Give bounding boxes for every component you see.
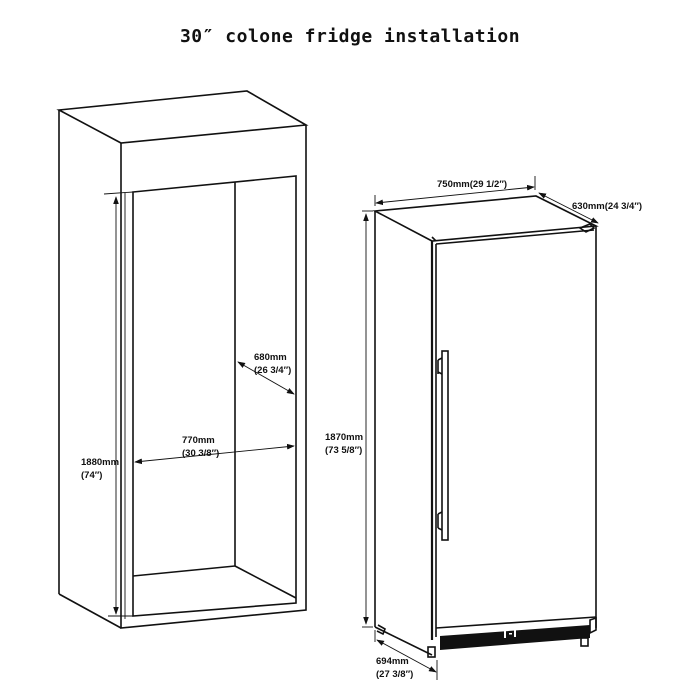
fridge-depth-dimension <box>539 193 598 223</box>
fridge-height-mm: 1870mm <box>325 432 364 443</box>
cabinet-drawing <box>56 90 309 629</box>
cabinet-depth-label: 680mm (26 3/4″) <box>254 351 291 377</box>
cabinet-width-label: 770mm (30 3/8″) <box>182 434 219 460</box>
cabinet-width-mm: 770mm <box>182 435 215 446</box>
diagram-title: 30″ colone fridge installation <box>179 26 521 47</box>
fridge-width-label: 750mm(29 1/2″) <box>437 179 508 190</box>
fridge-open-depth-dimension <box>374 630 438 680</box>
fridge-height-dimension <box>362 210 373 628</box>
fridge-open-depth-mm: 694mm <box>376 656 409 667</box>
fridge-height-in: (73 5/8″) <box>325 445 363 456</box>
cabinet-height-mm: 1880mm <box>81 457 120 468</box>
fridge-open-depth-label: 694mm (27 3/8″) <box>376 655 413 681</box>
cabinet-depth-dimension <box>238 362 294 394</box>
fridge-height-label: 1870mm (73 5/8″) <box>325 431 363 457</box>
fridge-drawing <box>372 195 599 658</box>
fridge-width-dimension <box>374 176 536 206</box>
cabinet-depth-mm: 680mm <box>254 352 287 363</box>
fridge-depth-label: 630mm(24 3/4″) <box>572 201 643 212</box>
cabinet-depth-in: (26 3/4″) <box>254 365 292 376</box>
cabinet-height-dimension <box>103 191 134 617</box>
cabinet-height-in: (74″) <box>81 470 103 481</box>
cabinet-height-label: 1880mm (74″) <box>81 456 119 482</box>
cabinet-width-in: (30 3/8″) <box>182 448 220 459</box>
fridge-open-depth-in: (27 3/8″) <box>376 669 414 680</box>
cabinet-width-dimension <box>135 446 294 462</box>
